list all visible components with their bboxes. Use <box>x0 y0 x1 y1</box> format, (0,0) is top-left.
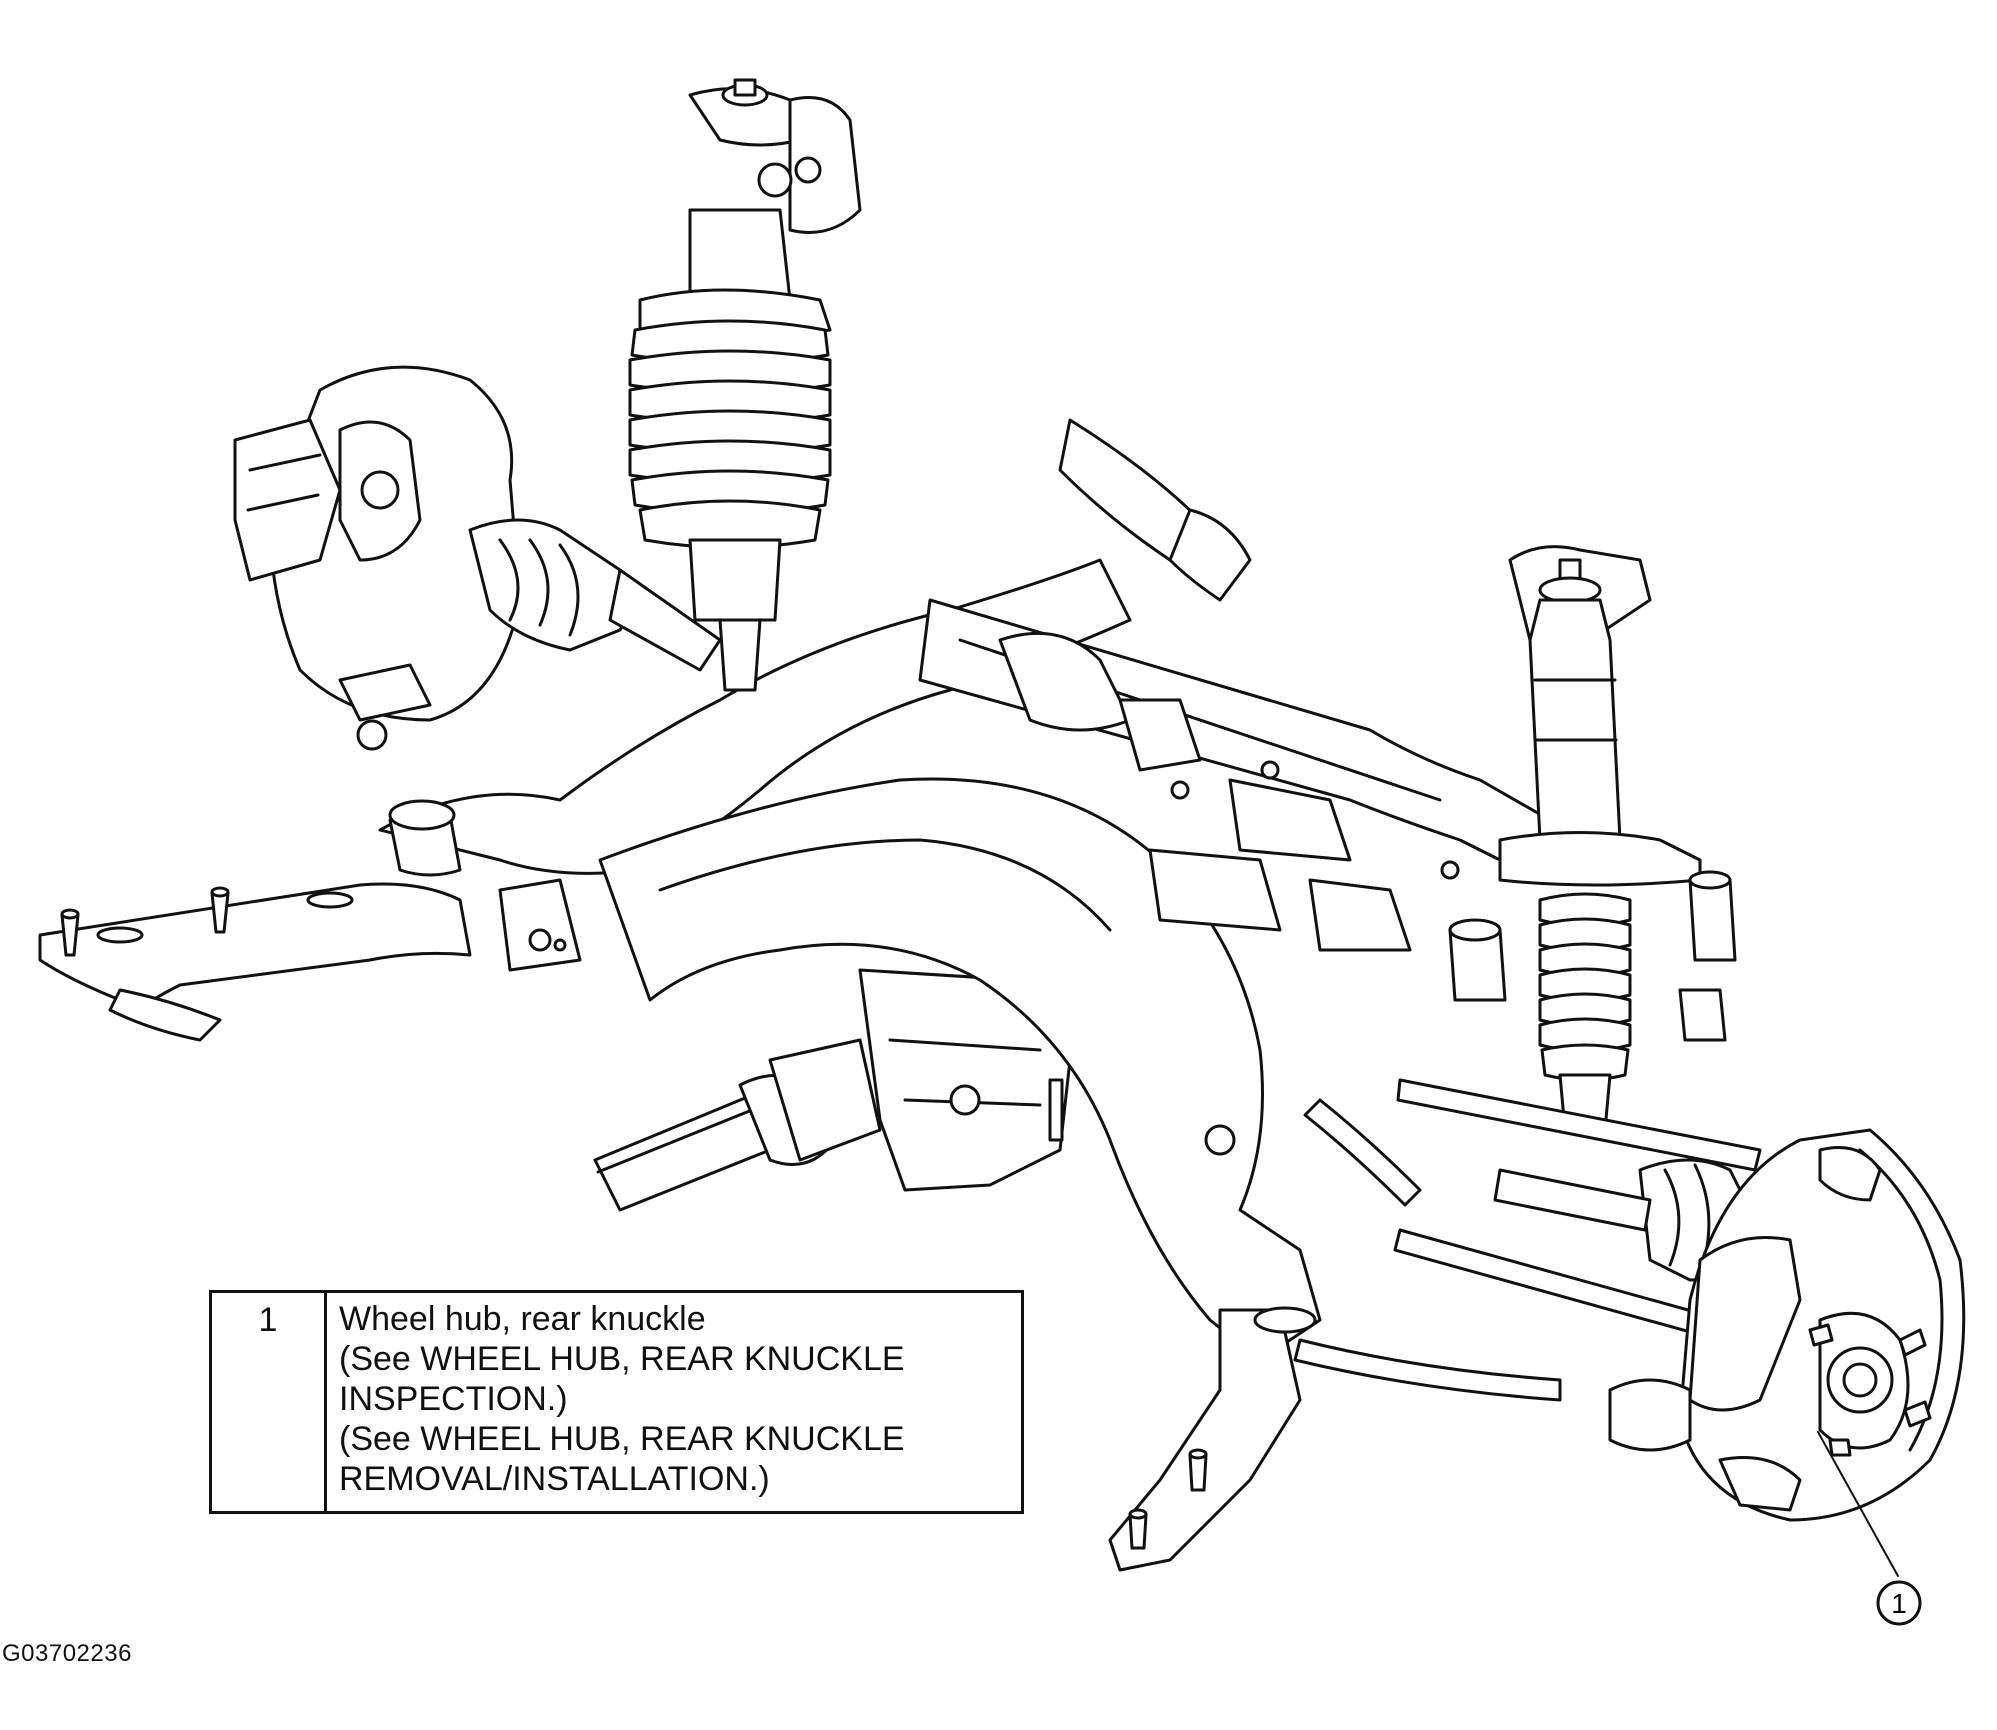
legend-table: 1 Wheel hub, rear knuckle (See WHEEL HUB… <box>209 1290 1024 1514</box>
side-member-right <box>918 598 1552 952</box>
propeller-shaft <box>593 1038 882 1212</box>
legend-line: Wheel hub, rear knuckle <box>339 1300 706 1338</box>
right-lower-links <box>1293 1078 1762 1402</box>
left-driveshaft-boot <box>468 518 722 672</box>
left-brake-assembly <box>233 365 522 751</box>
right-shock-absorber <box>1498 545 1702 1132</box>
legend-item-description: Wheel hub, rear knuckle (See WHEEL HUB, … <box>327 1293 1021 1511</box>
callout-1: 1 <box>1817 1431 1922 1626</box>
rear-right-bushings <box>1448 870 1737 1042</box>
legend-line: REMOVAL/INSTALLATION.) <box>339 1460 770 1498</box>
right-wheel-hub-knuckle <box>1608 1128 1966 1522</box>
left-shock-absorber <box>628 78 862 692</box>
legend-line: (See WHEEL HUB, REAR KNUCKLE <box>339 1420 905 1458</box>
left-lateral-arm <box>38 882 472 1042</box>
left-front-mount <box>388 799 582 972</box>
legend-line: (See WHEEL HUB, REAR KNUCKLE <box>339 1340 905 1378</box>
legend-line: INSPECTION.) <box>339 1380 568 1418</box>
figure-id: G03702236 <box>2 1640 132 1667</box>
callout-number: 1 <box>1891 1588 1907 1619</box>
legend-item-number: 1 <box>212 1293 327 1511</box>
right-lower-foot <box>1108 1306 1317 1572</box>
